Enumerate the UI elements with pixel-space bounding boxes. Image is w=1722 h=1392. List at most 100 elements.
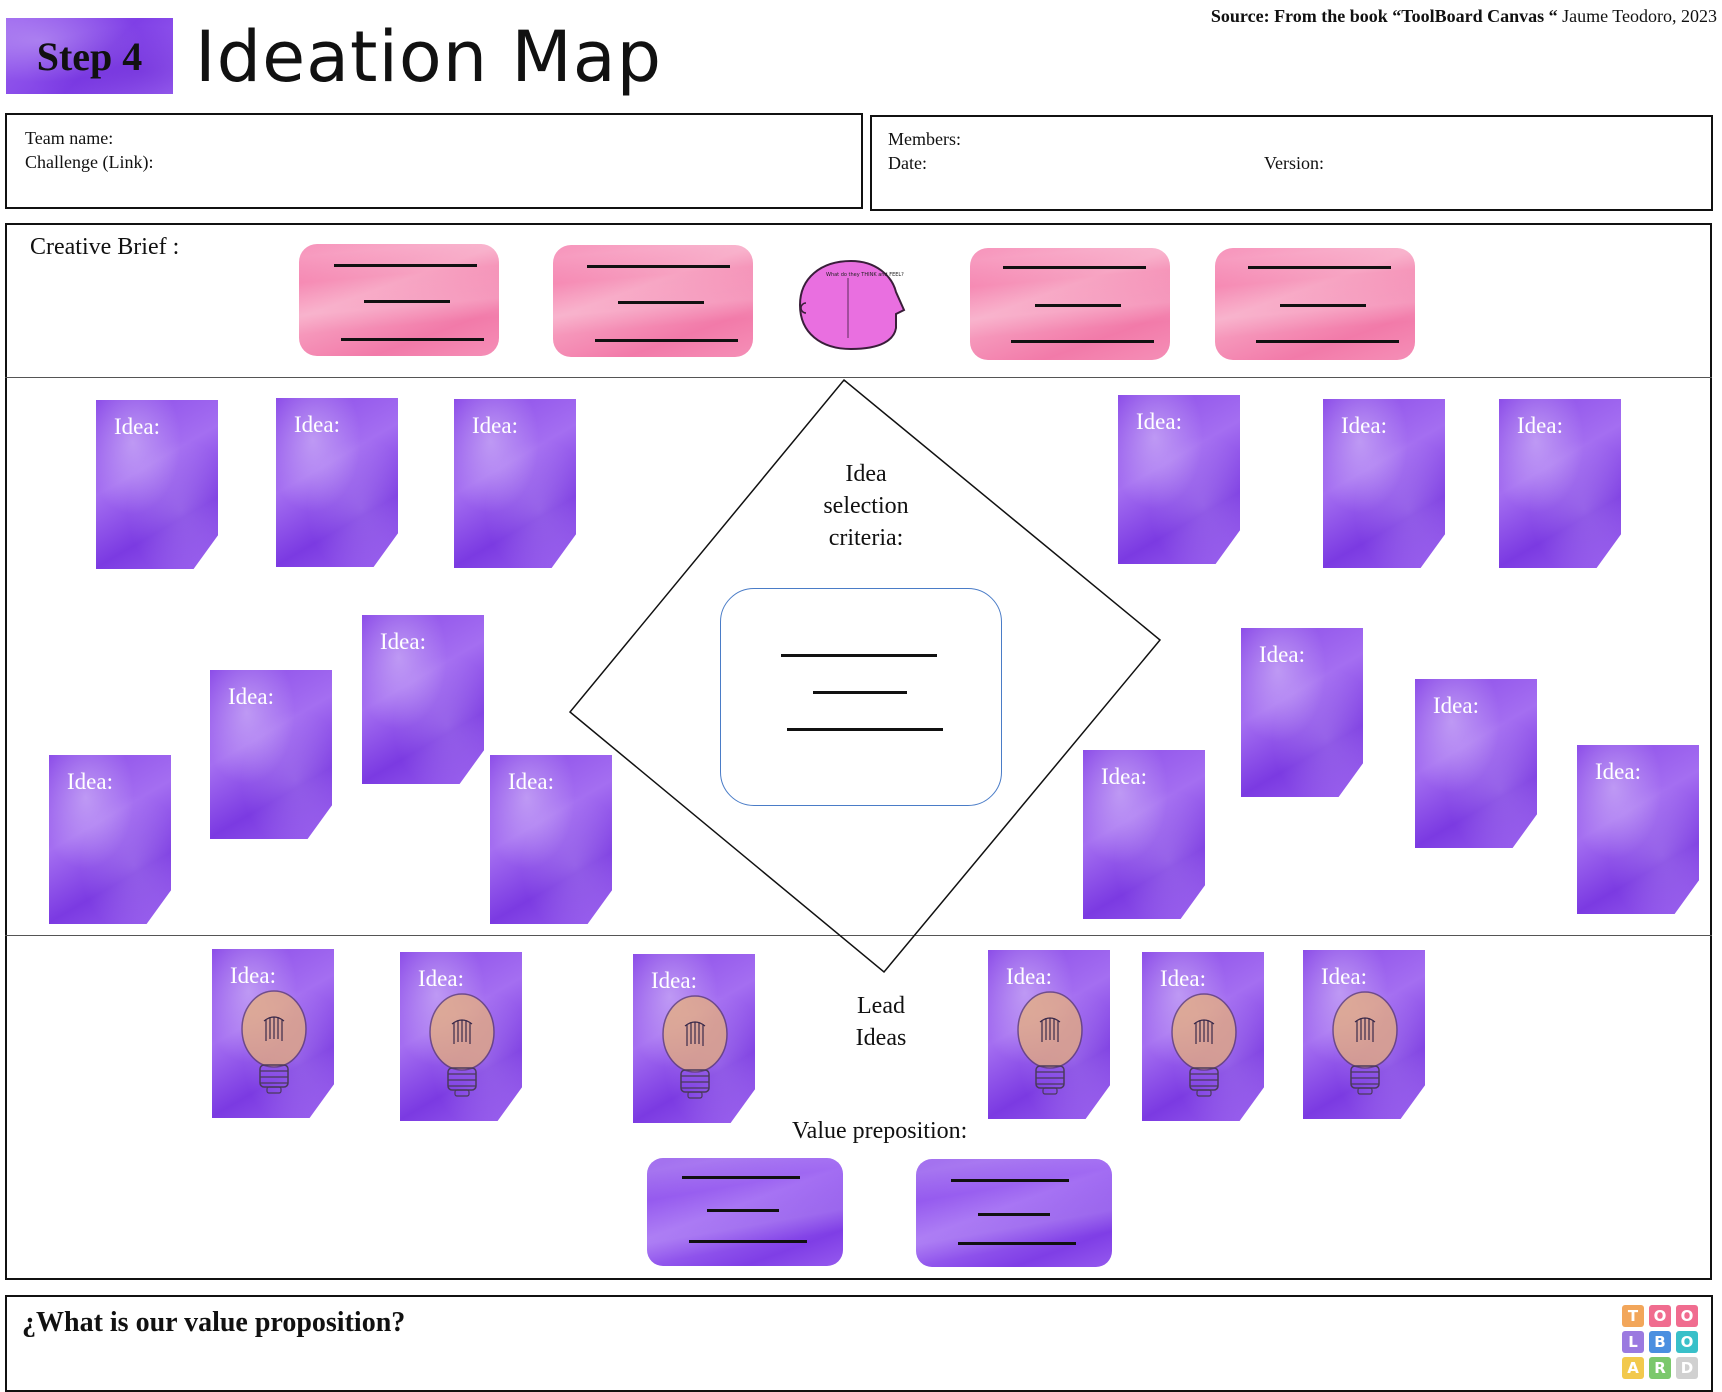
idea-card[interactable]: Idea: [276,398,398,567]
card-line [1011,340,1154,343]
logo-letter: R [1649,1357,1671,1379]
idea-label: Idea: [1341,413,1387,438]
thinking-head-icon: What do they THINK and FEEL? [798,259,906,351]
idea-label: Idea: [1433,693,1479,718]
criteria-line3: criteria: [828,525,904,551]
creative-brief-label: Creative Brief : [30,234,180,260]
idea-label: Idea: [418,966,464,991]
criteria-box[interactable] [720,588,1002,806]
brief-card[interactable] [970,248,1170,360]
lead-idea-card[interactable]: Idea: [988,950,1110,1119]
idea-card[interactable]: Idea: [490,755,612,924]
source-citation: Source: From the book “ToolBoard Canvas … [1100,6,1717,27]
idea-card[interactable]: Idea: [1499,399,1621,568]
lead-ideas-title: Lead Ideas [836,990,926,1054]
card-line [334,264,477,267]
lead-line1: Lead [857,993,905,1019]
card-line [1003,266,1146,269]
brief-divider [5,377,1712,378]
date-label: Date: [888,153,927,173]
criteria-line1: Idea [845,461,887,487]
idea-card[interactable]: Idea: [1118,395,1240,564]
page-title: Ideation Map [195,16,663,98]
lead-idea-card[interactable]: Idea: [1303,950,1425,1119]
idea-card[interactable]: Idea: [362,615,484,784]
card-line [781,654,937,657]
idea-label: Idea: [380,629,426,654]
card-line [595,339,738,342]
lead-idea-card[interactable]: Idea: [633,954,755,1123]
card-line [587,265,730,268]
members-info-box: Members: Date: Version: [870,115,1713,211]
version-label: Version: [1264,153,1324,173]
step-label: Step 4 [36,33,143,79]
logo-letter: D [1676,1357,1698,1379]
lead-line2: Ideas [855,1025,907,1051]
lightbulb-icon [241,990,307,1094]
card-line [787,728,943,731]
idea-card[interactable]: Idea: [210,670,332,839]
idea-label: Idea: [651,968,697,993]
lead-idea-card[interactable]: Idea: [1142,952,1264,1121]
idea-card[interactable]: Idea: [96,400,218,569]
card-line [958,1242,1076,1245]
idea-label: Idea: [67,769,113,794]
brief-card[interactable] [553,245,753,357]
lead-divider [5,935,1712,936]
idea-label: Idea: [1259,642,1305,667]
idea-label: Idea: [1321,964,1367,989]
brief-card[interactable] [299,244,499,356]
team-info-box: Team name: Challenge (Link): [5,113,863,209]
card-line [1280,304,1366,307]
idea-label: Idea: [1006,964,1052,989]
logo-letter: T [1622,1305,1644,1327]
value-proposition-box[interactable] [5,1295,1713,1392]
idea-label: Idea: [114,414,160,439]
idea-card[interactable]: Idea: [1415,679,1537,848]
value-prop-card[interactable] [647,1158,843,1266]
logo-letter: A [1622,1357,1644,1379]
lead-idea-card[interactable]: Idea: [212,949,334,1118]
idea-card[interactable]: Idea: [454,399,576,568]
card-line [618,301,704,304]
card-line [341,338,484,341]
idea-card[interactable]: Idea: [1083,750,1205,919]
card-line [707,1209,779,1212]
logo-letter: O [1676,1331,1698,1353]
card-line [951,1179,1069,1182]
step-badge: Step 4 [6,18,173,94]
card-line [689,1240,807,1243]
lead-idea-card[interactable]: Idea: [400,952,522,1121]
value-prop-card[interactable] [916,1159,1112,1267]
source-prefix: Source: From the book “ToolBoard Canvas … [1210,6,1558,26]
idea-label: Idea: [228,684,274,709]
lightbulb-icon [662,995,728,1099]
lightbulb-icon [1171,993,1237,1097]
card-line [1035,304,1121,307]
value-proposition-question: ¿What is our value proposition? [22,1307,406,1338]
idea-label: Idea: [294,412,340,437]
card-line [813,691,907,694]
idea-card[interactable]: Idea: [1323,399,1445,568]
idea-card[interactable]: Idea: [1241,628,1363,797]
value-preposition-label: Value preposition: [792,1118,968,1144]
card-line [364,300,450,303]
canvas-frame [5,223,1712,1280]
card-line [682,1176,800,1179]
idea-card[interactable]: Idea: [1577,745,1699,914]
card-line [1248,266,1391,269]
criteria-line2: selection [823,493,909,519]
idea-card[interactable]: Idea: [49,755,171,924]
team-name-label: Team name: [25,128,114,148]
idea-label: Idea: [508,769,554,794]
members-label: Members: [888,129,961,149]
idea-label: Idea: [472,413,518,438]
idea-label: Idea: [1101,764,1147,789]
idea-label: Idea: [230,963,276,988]
logo-letter: O [1649,1305,1671,1327]
logo-letter: O [1676,1305,1698,1327]
idea-label: Idea: [1595,759,1641,784]
logo-letter: B [1649,1331,1671,1353]
brief-card[interactable] [1215,248,1415,360]
source-author: Jaume Teodoro, 2023 [1557,6,1717,26]
